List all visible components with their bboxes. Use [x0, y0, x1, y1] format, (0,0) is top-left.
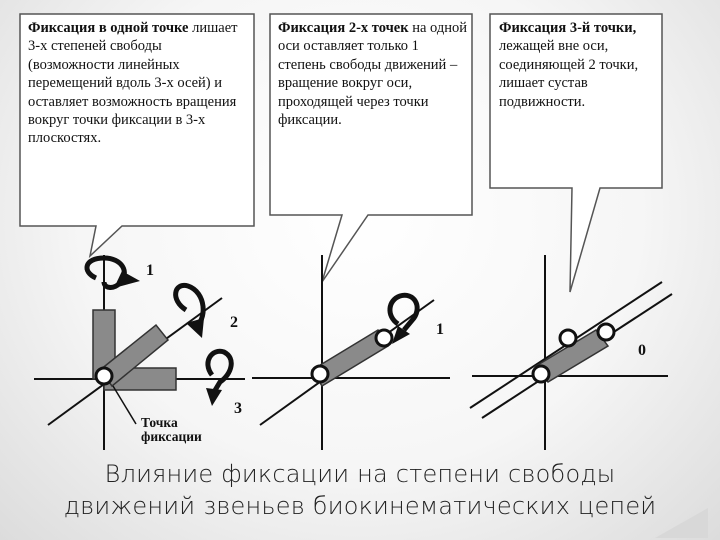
panel3-fixation-point-c [596, 322, 616, 342]
panel3-fixation-point-b [558, 328, 578, 348]
panel-3-three-points [469, 255, 673, 450]
caption-line-1: Влияние фиксации на степени свободы [104, 460, 616, 488]
caption-line-2: движений звеньев биокинематических цепей [63, 492, 657, 520]
callout-2-text: Фиксация 2-х точек на одной оси оставляе… [278, 19, 468, 129]
rotation-label-1: 1 [146, 262, 154, 279]
page-curl [655, 508, 708, 538]
rotation-label-2: 2 [230, 314, 238, 331]
rotation-label-3: 3 [234, 400, 242, 417]
callout-3-text: Фиксация 3-й точки, лежащей вне оси, сое… [499, 19, 657, 111]
panel2-fixation-point-a [310, 364, 330, 384]
callout-1-bold: Фиксация в одной точке [28, 20, 189, 36]
rotation-arrow-1 [84, 255, 127, 290]
callout-box-3 [489, 13, 663, 293]
panel2-rotation-arrow-head [392, 326, 410, 344]
callout-3-body: лежащей вне оси, соединяющей 2 точки, ли… [499, 38, 639, 110]
callout-box-2 [269, 13, 473, 283]
panel-2-two-points [252, 255, 450, 450]
panel-1-single-point [34, 255, 245, 450]
rotation-arrow-2-head [186, 318, 204, 338]
callout-1-body: лишает 3-х степеней свободы (возможности… [28, 20, 238, 147]
fixation-point-label: Точка фиксации [141, 415, 202, 444]
panel1-fixation-point [94, 366, 114, 386]
callout-2-body: на одной оси оставляет только 1 степень … [278, 20, 468, 129]
callout-2-bold: Фиксация 2-х точек [278, 20, 409, 36]
panel3-fixation-point-a [531, 364, 551, 384]
panel2-degree-label: 1 [436, 321, 444, 338]
callout-box-1 [19, 13, 255, 259]
fixation-pointer [112, 385, 137, 425]
callout-3-bold: Фиксация 3-й точки, [499, 20, 637, 36]
panel2-rotation-arrow [387, 292, 420, 332]
rotation-arrow-3-head [206, 388, 222, 406]
rotation-arrow-2 [173, 282, 206, 331]
rotation-arrow-3 [205, 348, 234, 394]
panel3-degree-label: 0 [638, 342, 646, 359]
panel2-fixation-point-b [374, 328, 394, 348]
callout-1-text: Фиксация в одной точке лишает 3-х степен… [28, 19, 250, 148]
rotation-arrow-1-head [114, 271, 140, 288]
